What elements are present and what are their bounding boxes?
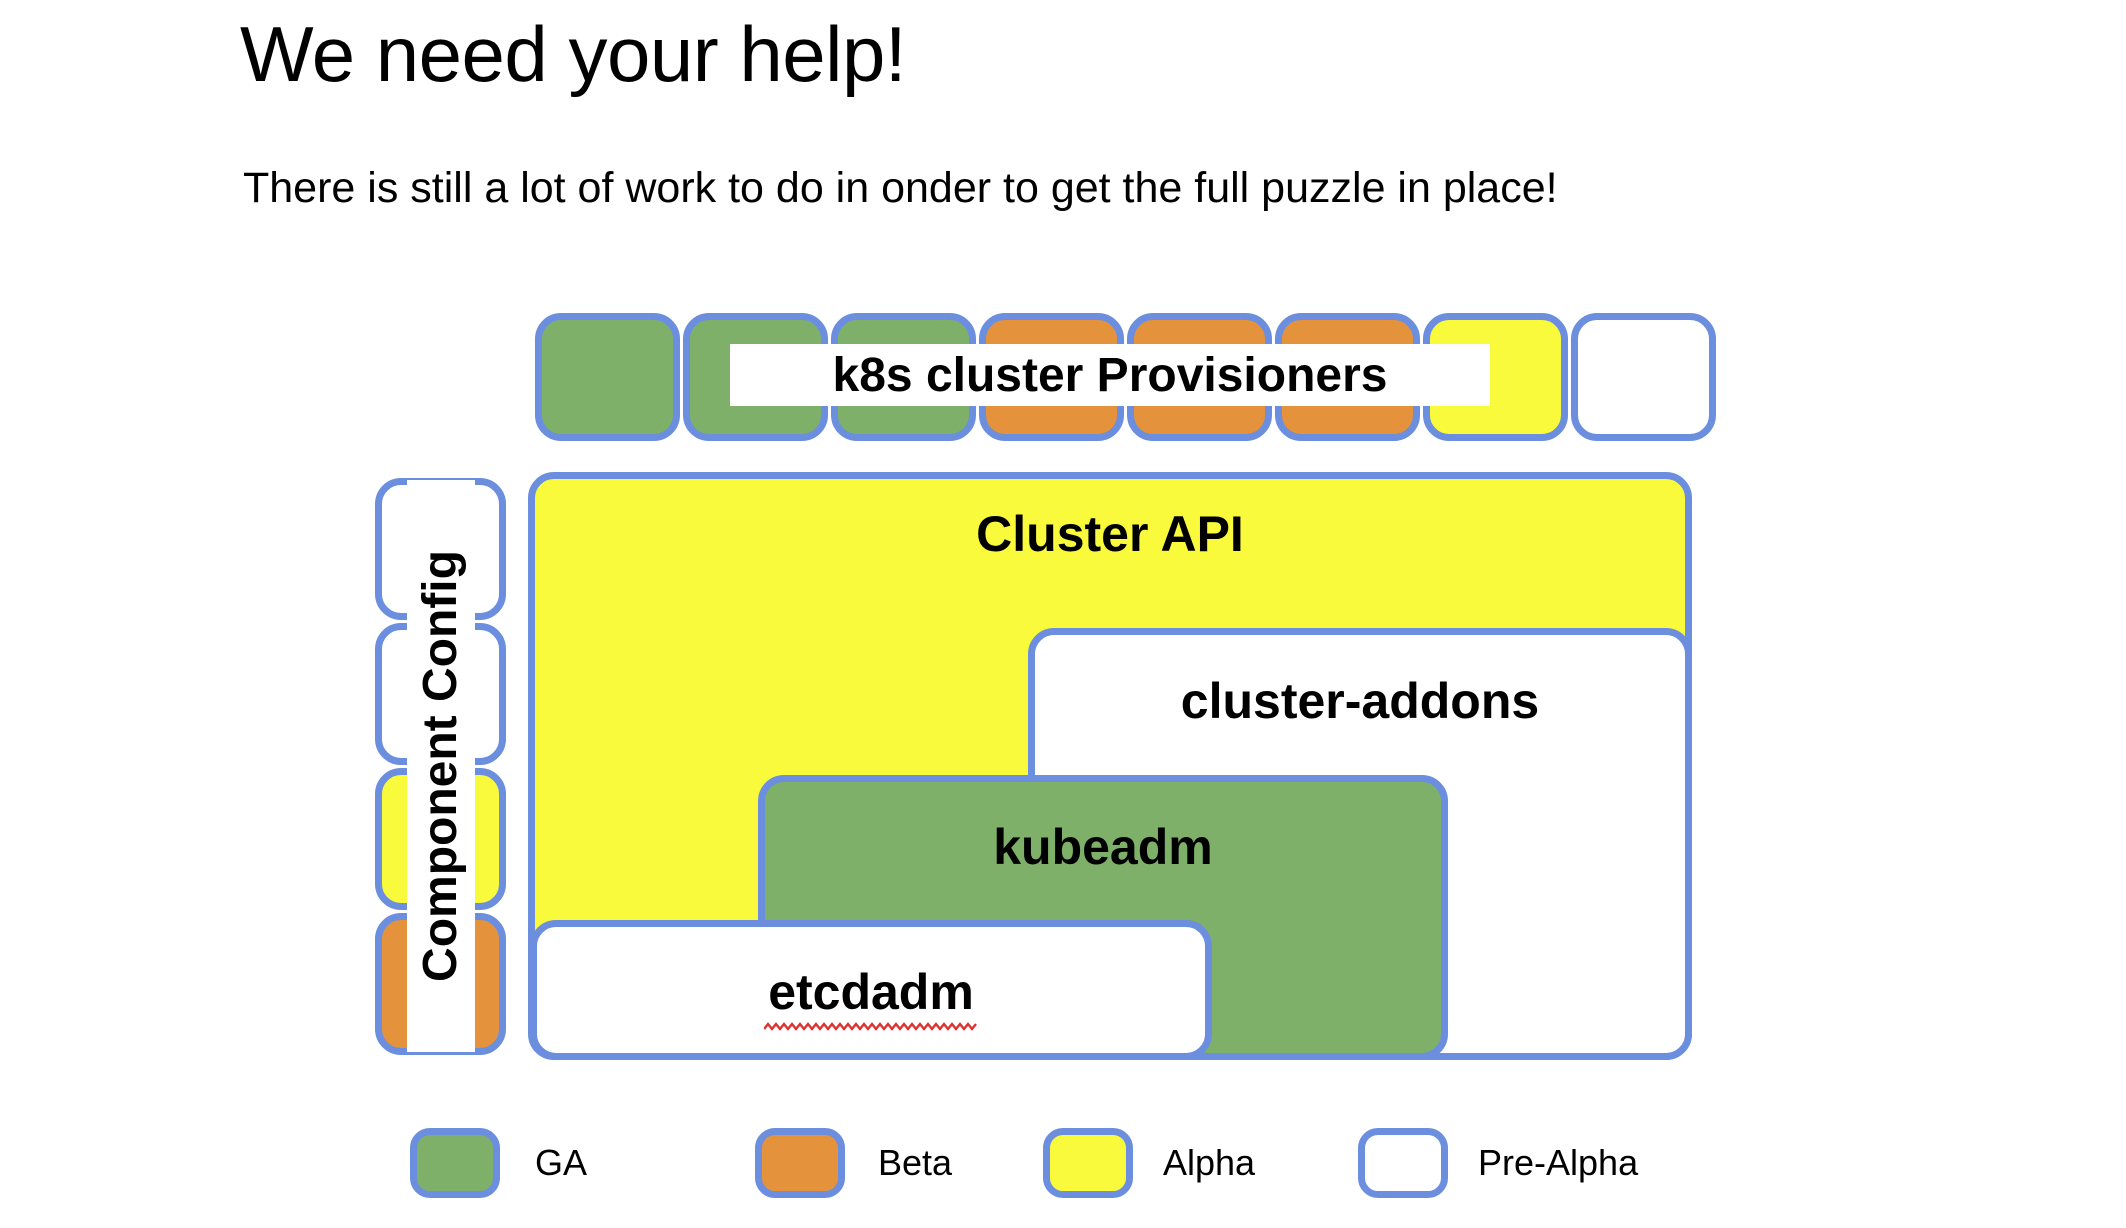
provisioner-tile-8[interactable] — [1571, 313, 1716, 441]
etcdadm-label: etcdadm — [768, 964, 974, 1020]
legend-label-ga: GA — [535, 1142, 588, 1183]
legend-swatch-prealpha — [1358, 1128, 1448, 1198]
legend-swatch-alpha — [1043, 1128, 1133, 1198]
provisioner-tile-1[interactable] — [535, 313, 680, 441]
legend-swatch-beta — [755, 1128, 845, 1198]
page-title: We need your help! — [240, 10, 907, 98]
component-config-label: Component Config — [407, 480, 475, 1052]
spellcheck-squiggle-icon — [764, 1022, 977, 1031]
legend-label-beta: Beta — [878, 1142, 953, 1183]
cluster-api-label: Cluster API — [976, 506, 1244, 562]
provisioner-row-label: k8s cluster Provisioners — [730, 344, 1490, 406]
component-config-label-text: Component Config — [414, 550, 467, 982]
legend-label-alpha: Alpha — [1163, 1142, 1256, 1183]
etcdadm-box[interactable] — [530, 920, 1212, 1060]
page-subtitle: There is still a lot of work to do in on… — [243, 164, 1558, 212]
kubeadm-box[interactable] — [758, 775, 1448, 1060]
kubeadm-label: kubeadm — [993, 819, 1213, 875]
cluster-addons-label: cluster-addons — [1180, 673, 1540, 729]
legend-label-prealpha: Pre-Alpha — [1478, 1142, 1639, 1183]
legend-swatch-ga — [410, 1128, 500, 1198]
